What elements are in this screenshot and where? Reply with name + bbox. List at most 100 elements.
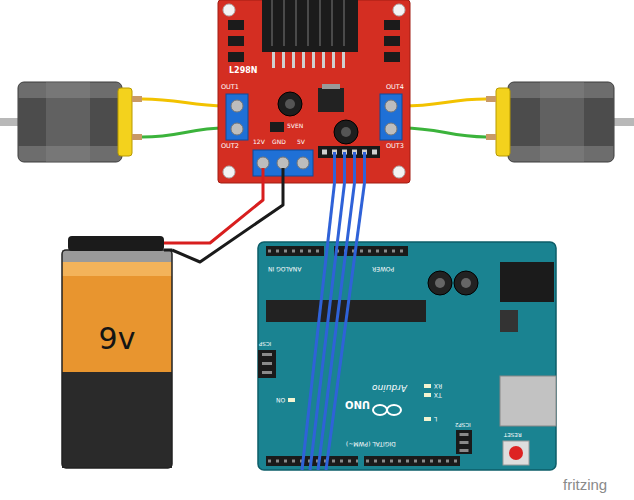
reset-button — [503, 441, 529, 465]
header-pins — [322, 150, 382, 155]
pin-label: ICSP — [259, 340, 271, 346]
pin-label: TX — [434, 392, 442, 398]
pin-label: RX — [434, 383, 442, 389]
wire-stub — [282, 168, 285, 183]
terminal-block — [380, 94, 402, 140]
icsp-header — [456, 430, 472, 454]
mount-hole — [223, 4, 235, 16]
pin-label: ON — [276, 397, 285, 403]
motor-shine — [46, 82, 90, 162]
capacitor-top — [285, 99, 295, 109]
mount-hole — [223, 166, 235, 178]
motor-body — [18, 82, 122, 162]
motor-terminal — [486, 96, 496, 102]
pin-label: GND — [272, 139, 286, 145]
wire — [172, 183, 283, 262]
terminal-screw — [277, 157, 289, 169]
led — [288, 398, 295, 402]
motor-driver-board: L298N — [218, 0, 410, 183]
wire-stub — [164, 242, 172, 245]
pin-header — [318, 146, 380, 158]
motor-terminal — [132, 134, 142, 140]
battery-shine — [62, 262, 172, 276]
wire — [310, 183, 345, 470]
motor-wire — [402, 128, 486, 137]
terminal-screw — [385, 123, 397, 135]
logo — [373, 405, 387, 415]
capacitor — [334, 120, 358, 144]
battery-wrap — [62, 262, 172, 372]
diode — [228, 20, 244, 30]
motor-shaft — [612, 118, 634, 126]
led — [424, 417, 431, 421]
terminal-screw — [231, 100, 243, 112]
header-pins — [262, 353, 272, 377]
chip-legs — [272, 52, 352, 68]
wire — [326, 183, 365, 470]
pin-label: L — [434, 416, 437, 422]
motor-endcap — [496, 88, 510, 156]
motor-wire — [142, 99, 226, 106]
board-label: L298N — [229, 67, 258, 75]
wire — [302, 183, 335, 470]
pin-label: OUT1 — [221, 84, 239, 91]
pin-label: DIGITAL (PWM~) — [346, 441, 396, 447]
pin-label: 5V — [297, 139, 305, 145]
board-label: 9v — [99, 324, 136, 354]
wire-stub — [262, 168, 265, 183]
motor-shine — [540, 82, 584, 162]
heat-sink-fins — [272, 0, 344, 46]
logo — [387, 405, 401, 415]
motor-body — [508, 82, 614, 162]
diode — [384, 20, 400, 30]
diode — [228, 36, 244, 46]
motor-terminal — [132, 96, 142, 102]
terminal-screw — [297, 157, 309, 169]
reset-cap — [509, 446, 523, 460]
terminal-screw — [385, 100, 397, 112]
regulator-tab — [322, 84, 340, 89]
board-label: UNO — [345, 399, 370, 409]
capacitor — [454, 271, 478, 295]
battery-cap — [62, 250, 172, 262]
arduino-pcb — [258, 242, 556, 470]
pin-header — [266, 246, 324, 256]
led — [424, 384, 431, 388]
terminal-block — [226, 94, 248, 140]
capacitor-top — [461, 278, 471, 288]
heat-sink — [262, 0, 358, 52]
capacitor-top — [435, 278, 445, 288]
wire-stub — [164, 249, 172, 252]
battery-outline — [62, 250, 172, 468]
motor-endcap — [118, 88, 132, 156]
diode — [384, 52, 400, 62]
pin-header — [364, 456, 460, 466]
capacitor — [428, 271, 452, 295]
pin-label: ICSP2 — [455, 421, 471, 427]
pin-label: OUT4 — [386, 84, 404, 91]
watermark: fritzing — [563, 477, 607, 492]
pin-label: 5VEN — [287, 123, 303, 129]
led — [424, 393, 431, 397]
wire — [172, 183, 263, 243]
regulator — [500, 310, 518, 332]
usb-port — [500, 376, 556, 426]
battery-snap — [68, 236, 164, 251]
terminal-screw — [231, 123, 243, 135]
jumper — [270, 122, 284, 132]
pin-label: POWER — [372, 266, 394, 272]
header-pins — [460, 433, 469, 453]
pin-label: OUT2 — [221, 143, 239, 150]
motor-wire — [142, 128, 226, 137]
driver-pcb — [218, 0, 410, 183]
regulator — [318, 88, 344, 112]
battery-base — [62, 372, 172, 468]
battery: 9v — [62, 236, 172, 469]
pin-label: 12V — [253, 139, 265, 145]
dc-jack — [500, 262, 554, 302]
wire — [318, 183, 355, 470]
